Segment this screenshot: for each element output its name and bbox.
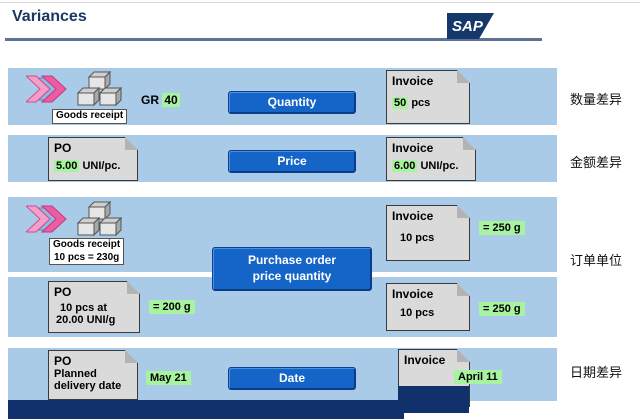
- invoice-title: Invoice: [392, 141, 434, 155]
- folded-corner-icon: [127, 281, 140, 294]
- po-unit: UNI/pc.: [82, 160, 121, 172]
- po-line1: Planned: [54, 368, 97, 380]
- po-title: PO: [54, 141, 72, 155]
- po-doc-price: PO 5.00 UNI/pc.: [48, 137, 138, 181]
- invoice-doc-unit-gr: Invoice 10 pcs: [386, 205, 470, 261]
- gr-invoice-weight-highlight: = 250 g: [479, 221, 525, 235]
- side-label-unit: 订单单位: [570, 253, 623, 268]
- gr-value-highlight: 40: [162, 93, 180, 107]
- folded-corner-icon: [457, 205, 470, 218]
- po-price-quantity-button[interactable]: Purchase order price quantity: [212, 247, 372, 291]
- invoice-doc-quantity: Invoice 50 pcs: [386, 70, 470, 124]
- invoice-unit: UNI/pc.: [420, 160, 459, 172]
- invoice-date-highlight: April 11: [454, 370, 502, 384]
- po-date-highlight: May 21: [146, 371, 191, 385]
- goods-receipt-label-line2: 10 pcs = 230g: [53, 251, 120, 263]
- footer-overlay-block: [398, 386, 469, 413]
- po-doc-unit: PO 10 pcs at 20.00 UNI/g: [48, 281, 140, 333]
- sap-logo: SAP: [447, 13, 494, 39]
- invoice-doc-price: Invoice 6.00 UNI/pc.: [386, 137, 476, 181]
- folded-corner-icon: [463, 137, 476, 150]
- goods-receipt-label: Goods receipt 10 pcs = 230g: [49, 238, 125, 265]
- invoice-title: Invoice: [392, 74, 434, 88]
- invoice-title: Invoice: [392, 287, 434, 301]
- sap-logo-text: SAP: [452, 17, 483, 35]
- po-value-highlight: 5.00: [54, 160, 80, 172]
- gr-prefix: GR: [141, 93, 159, 107]
- po-weight-highlight: = 200 g: [149, 300, 195, 314]
- goods-receipt-label: Goods receipt: [52, 109, 128, 124]
- po-price-quantity-button-line1: Purchase order: [247, 253, 337, 268]
- side-label-price: 金额差异: [570, 155, 623, 170]
- po-title: PO: [54, 354, 72, 368]
- quantity-button-label: Quantity: [267, 94, 317, 109]
- invoice-unit: pcs: [411, 97, 431, 109]
- po-line2: delivery date: [54, 380, 122, 392]
- side-label-quantity: 数量差异: [570, 92, 623, 107]
- invoice-doc-unit-po: Invoice 10 pcs: [386, 283, 470, 331]
- invoice-value-highlight: 50: [392, 97, 409, 109]
- po-invoice-weight-highlight: = 250 g: [479, 302, 525, 316]
- po-title: PO: [54, 285, 72, 299]
- po-doc-date: PO Planned delivery date: [48, 350, 138, 400]
- quantity-button[interactable]: Quantity: [228, 91, 356, 114]
- invoice-qty: 10 pcs: [400, 232, 435, 244]
- price-button-label: Price: [277, 153, 307, 168]
- page-title: Variances: [12, 8, 87, 25]
- date-button-label: Date: [278, 370, 305, 385]
- invoice-value-highlight: 6.00: [392, 160, 418, 172]
- top-divider: [0, 2, 640, 3]
- folded-corner-icon: [457, 70, 470, 83]
- folded-corner-icon: [125, 137, 138, 150]
- side-label-date: 日期差异: [570, 365, 623, 380]
- po-line2: 20.00 UNI/g: [56, 314, 116, 326]
- invoice-title: Invoice: [404, 353, 446, 367]
- folded-corner-icon: [457, 283, 470, 296]
- gr-quantity-value: GR 40: [141, 93, 180, 107]
- goods-receipt-icon: [26, 200, 123, 237]
- goods-receipt-icon: [26, 70, 123, 107]
- po-price-quantity-button-line2: price quantity: [252, 269, 332, 283]
- po-line1: 10 pcs at: [60, 302, 108, 314]
- invoice-title: Invoice: [392, 209, 434, 223]
- folded-corner-icon: [125, 350, 138, 363]
- header-rule: [5, 38, 542, 41]
- invoice-qty: 10 pcs: [400, 307, 435, 319]
- goods-receipt-label-line1: Goods receipt: [53, 239, 121, 250]
- date-button[interactable]: Date: [228, 367, 356, 390]
- folded-corner-icon: [457, 349, 470, 362]
- price-button[interactable]: Price: [228, 150, 356, 173]
- footer-bar: [8, 400, 404, 419]
